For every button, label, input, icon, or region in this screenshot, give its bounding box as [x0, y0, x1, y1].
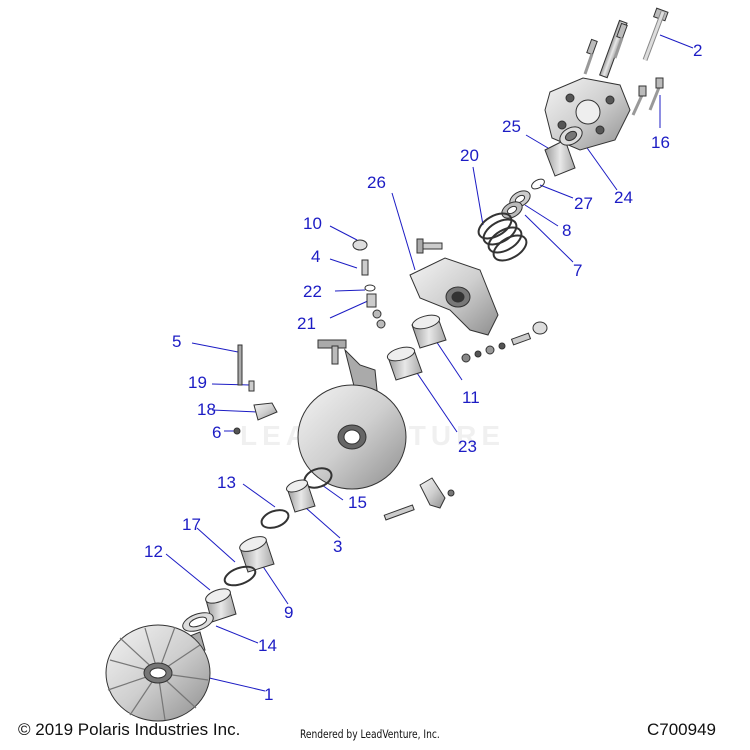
fixed-sheave — [105, 624, 211, 722]
callout-1: 1 — [264, 685, 274, 704]
callout-6: 6 — [212, 423, 222, 442]
bolt-assembly — [583, 7, 669, 79]
bolts-16 — [631, 77, 664, 116]
arm-part — [317, 339, 347, 365]
callout-21: 21 — [297, 314, 316, 333]
callout-12: 12 — [144, 542, 163, 561]
copyright-text: © 2019 Polaris Industries Inc. — [18, 720, 241, 739]
bushing-25 — [544, 126, 583, 177]
pin-assembly-5 — [233, 344, 278, 435]
callout-8: 8 — [562, 221, 572, 240]
callout-17: 17 — [182, 515, 201, 534]
callout-22: 22 — [303, 282, 322, 301]
callout-14: 14 — [258, 636, 277, 655]
moveable-sheave — [297, 348, 407, 490]
callout-25: 25 — [502, 117, 521, 136]
bushings-11-23 — [386, 314, 447, 381]
pin-group-26 — [416, 238, 443, 254]
rings-15-3 — [286, 467, 333, 513]
lever-piece — [383, 477, 455, 521]
callout-3: 3 — [333, 537, 343, 556]
housing-26 — [409, 257, 499, 336]
callout-5: 5 — [172, 332, 182, 351]
callout-9: 9 — [284, 603, 294, 622]
callout-15: 15 — [348, 493, 367, 512]
washers-7-8 — [501, 190, 531, 219]
o-ring-27 — [531, 178, 545, 190]
callout-16: 16 — [651, 133, 670, 152]
spring-20 — [477, 212, 528, 262]
spider-housing — [544, 77, 631, 151]
callout-4: 4 — [311, 247, 321, 266]
callout-19: 19 — [188, 373, 207, 392]
callout-13: 13 — [217, 473, 236, 492]
callout-24: 24 — [614, 188, 633, 207]
roller-parts — [352, 239, 386, 329]
callout-18: 18 — [197, 400, 216, 419]
small-hardware-row — [461, 321, 548, 363]
callout-7: 7 — [573, 261, 583, 280]
callout-10: 10 — [303, 214, 322, 233]
rendered-by-text: Rendered by LeadVenture, Inc. — [300, 727, 440, 741]
figure-id: C700949 — [647, 720, 717, 739]
callout-2: 2 — [693, 41, 703, 60]
callout-27: 27 — [574, 194, 593, 213]
leader-lines — [165, 34, 694, 692]
callout-26: 26 — [367, 173, 386, 192]
callout-20: 20 — [460, 146, 479, 165]
lower-rings — [182, 509, 290, 632]
callout-11: 11 — [462, 388, 480, 407]
callout-23: 23 — [458, 437, 477, 456]
